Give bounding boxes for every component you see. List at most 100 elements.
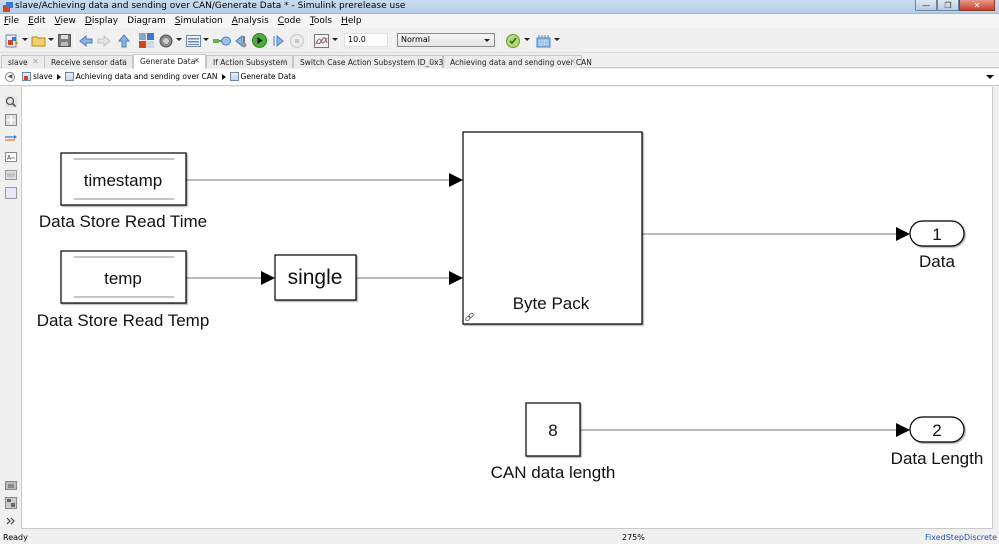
outport-label-data-length[interactable]: Data Length — [891, 449, 984, 468]
signal-routing-icon[interactable] — [5, 132, 17, 144]
zoom-icon[interactable] — [5, 96, 17, 108]
tab-generate-data[interactable]: Generate Data✕ — [133, 54, 206, 69]
model-advisor-icon — [506, 33, 520, 48]
status-bar: Ready 275% FixedStepDiscrete — [0, 531, 999, 544]
close-tab-icon[interactable]: ✕ — [280, 57, 287, 66]
model-canvas[interactable]: timestamp Data Store Read Time temp Data… — [22, 87, 993, 529]
build-button[interactable] — [535, 32, 551, 49]
arrowhead-icon — [449, 173, 463, 187]
breadcrumb-slave[interactable]: slave — [22, 72, 53, 81]
close-tab-icon[interactable]: ✕ — [430, 57, 437, 66]
scope-dropdown[interactable] — [332, 38, 338, 41]
model-config-dropdown[interactable] — [176, 38, 182, 41]
constant-value: 8 — [548, 421, 557, 440]
block-text-temp: temp — [104, 269, 142, 288]
back-button[interactable] — [79, 32, 93, 49]
data-type-conversion-block[interactable]: single — [274, 254, 357, 301]
menu-display[interactable]: Display — [84, 16, 119, 26]
constant-label[interactable]: CAN data length — [491, 463, 616, 482]
image-icon[interactable] — [5, 169, 17, 181]
maximize-button[interactable]: ❐ — [937, 0, 959, 11]
new-model-dropdown[interactable] — [22, 38, 28, 41]
close-button[interactable]: ✕ — [959, 0, 995, 11]
solver-link[interactable]: FixedStepDiscrete — [925, 533, 997, 542]
run-button[interactable] — [251, 32, 267, 49]
library-browser-icon — [138, 33, 154, 48]
scope-button[interactable] — [313, 32, 329, 49]
restore-icon: ❐ — [944, 0, 952, 10]
subsystem-icon — [64, 72, 74, 81]
chevron-down-icon — [484, 39, 490, 42]
model-browser-icon[interactable] — [5, 479, 17, 491]
signal-lines — [186, 179, 898, 431]
update-diagram-button[interactable] — [213, 32, 231, 49]
new-model-icon — [5, 34, 18, 47]
stop-button[interactable] — [290, 32, 304, 49]
outport-data-block[interactable]: 1 — [909, 220, 965, 247]
tab-receive-sensor-data[interactable]: Receive sensor data✕ — [44, 55, 133, 68]
breadcrumb-arrow-icon — [221, 73, 226, 80]
byte-pack-block[interactable]: Byte Pack — [462, 131, 643, 325]
tab-if-action-subsystem[interactable]: If Action Subsystem✕ — [206, 55, 293, 68]
fit-view-icon[interactable] — [5, 114, 17, 126]
data-store-read-time-block[interactable]: timestamp — [60, 152, 187, 206]
minimize-button[interactable]: — — [915, 0, 937, 11]
model-advisor-button[interactable] — [505, 32, 521, 49]
menu-analysis[interactable]: Analysis — [231, 16, 269, 26]
breadcrumb-dropdown-icon[interactable] — [986, 75, 994, 79]
outport-label-data[interactable]: Data — [919, 252, 955, 271]
tab-switch-case-action-subsystem[interactable]: Switch Case Action Subsystem ID_0x3FF✕ — [293, 55, 452, 68]
menu-view[interactable]: View — [54, 16, 76, 26]
forward-button[interactable] — [97, 32, 111, 49]
block-label-ds-time[interactable]: Data Store Read Time — [39, 212, 207, 231]
menu-file[interactable]: File — [4, 16, 20, 26]
menu-tools[interactable]: Tools — [309, 16, 333, 26]
menu-edit[interactable]: Edit — [28, 16, 46, 26]
open-button[interactable] — [30, 32, 46, 49]
stop-time-input[interactable]: 10.0 — [344, 33, 388, 47]
toolbar — [0, 28, 999, 53]
menu-code[interactable]: Code — [277, 16, 301, 26]
outport-data-length-block[interactable]: 2 — [909, 416, 965, 443]
new-model-button[interactable] — [4, 32, 20, 49]
outport-number: 1 — [932, 225, 941, 244]
annotation-icon[interactable]: A — [5, 151, 17, 163]
hide-browser-icon[interactable]: ◀ — [5, 72, 15, 82]
expand-icon[interactable] — [5, 515, 17, 527]
open-dropdown[interactable] — [48, 38, 54, 41]
model-explorer-dropdown[interactable] — [203, 38, 209, 41]
close-tab-icon[interactable]: ✕ — [569, 57, 576, 66]
step-back-button[interactable] — [234, 32, 248, 49]
breadcrumb-generate-data[interactable]: Generate Data — [229, 72, 296, 81]
back-icon — [79, 34, 93, 47]
close-tab-icon[interactable]: ✕ — [120, 57, 127, 66]
library-link-icon — [465, 312, 474, 322]
menu-diagram[interactable]: Diagram — [127, 16, 166, 26]
vertical-scrollbar[interactable] — [993, 87, 999, 529]
constant-block[interactable]: 8 — [525, 402, 581, 457]
build-dropdown[interactable] — [554, 38, 560, 41]
library-browser-button[interactable] — [138, 32, 154, 49]
model-config-button[interactable] — [158, 32, 174, 49]
area-icon[interactable] — [5, 187, 17, 199]
minimize-icon: — — [922, 0, 930, 10]
close-tab-icon[interactable]: ✕ — [193, 56, 200, 65]
block-label-ds-temp[interactable]: Data Store Read Temp — [37, 311, 210, 330]
up-to-parent-button[interactable] — [117, 32, 131, 49]
data-store-read-temp-block[interactable]: temp — [60, 250, 187, 304]
menu-simulation[interactable]: Simulation — [174, 16, 223, 26]
save-button[interactable] — [57, 32, 71, 49]
menu-help[interactable]: Help — [341, 16, 362, 26]
breadcrumb-achieving-data[interactable]: Achieving data and sending over CAN — [64, 72, 218, 81]
zoom-level: 275% — [622, 533, 645, 542]
model-advisor-dropdown[interactable] — [524, 38, 530, 41]
tab-achieving-data[interactable]: Achieving data and sending over CAN✕ — [443, 55, 592, 68]
property-inspector-icon[interactable] — [5, 497, 17, 509]
close-tab-icon[interactable]: ✕ — [32, 57, 39, 66]
model-explorer-button[interactable] — [185, 32, 201, 49]
block-text-timestamp: timestamp — [84, 171, 162, 190]
step-forward-button[interactable] — [271, 32, 285, 49]
simulation-mode-select[interactable]: Normal — [397, 33, 495, 47]
model-config-icon — [159, 34, 173, 47]
tab-slave[interactable]: slave✕ — [1, 55, 45, 68]
